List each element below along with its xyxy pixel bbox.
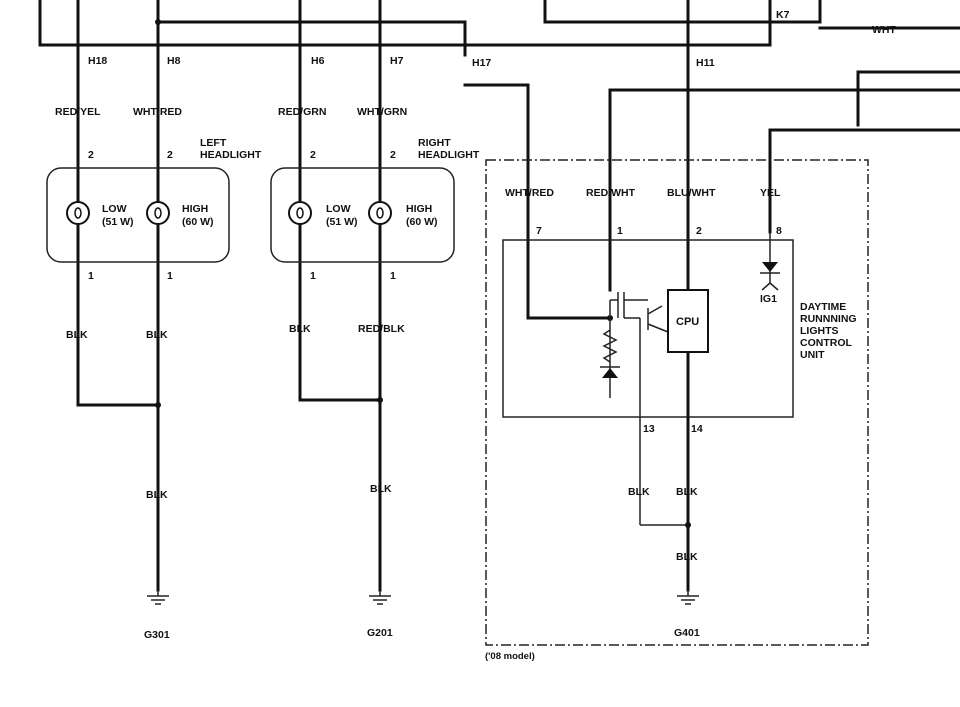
right-high-bulb-icon (368, 201, 392, 225)
lh-low-label: LOW (102, 203, 127, 215)
connector-h7: H7 (390, 55, 404, 67)
drl-title-1: DAYTIME (800, 301, 846, 313)
right-headlight-wires (298, 0, 383, 592)
connector-h18: H18 (88, 55, 107, 67)
connector-k7: K7 (776, 9, 790, 21)
wire-red-wht: RED/WHT (586, 187, 636, 199)
pin-lh-low-in: 2 (88, 149, 94, 161)
left-headlight-title-2: HEADLIGHT (200, 149, 262, 161)
top-harness-wires (38, 0, 960, 320)
rh-low-watts: (51 W) (326, 216, 358, 228)
ground-g301-icon (147, 590, 169, 605)
connector-h11: H11 (696, 57, 715, 69)
right-low-bulb-icon (288, 201, 312, 225)
pin-rh-low-out: 1 (310, 270, 316, 282)
connector-h8: H8 (167, 55, 181, 67)
left-high-bulb-icon (146, 201, 170, 225)
pin-u1: 1 (617, 225, 623, 237)
left-headlight-wires (76, 0, 161, 592)
drl-title-3: LIGHTS (800, 325, 839, 337)
rh-high-watts: (60 W) (406, 216, 438, 228)
drl-control-unit-box (502, 239, 794, 418)
pin-rh-high-out: 1 (390, 270, 396, 282)
pin-u13: 13 (643, 423, 655, 435)
wire-blu-wht: BLU/WHT (667, 187, 716, 199)
ground-g401-icon (677, 590, 699, 605)
pin-u7: 7 (536, 225, 542, 237)
drl-title-2: RUNNNING (800, 313, 857, 325)
connector-h6: H6 (311, 55, 325, 67)
wire-blk-g401: BLK (676, 551, 698, 563)
wire-red-blk: RED/BLK (358, 323, 405, 335)
ground-g301-label: G301 (144, 629, 170, 641)
ground-g401-label: G401 (674, 627, 700, 639)
wire-red-grn: RED/GRN (278, 106, 326, 118)
cpu-label: CPU (676, 316, 699, 328)
cpu-box (667, 289, 709, 353)
wire-wht-red-upper: WHT/RED (505, 187, 554, 199)
lh-high-label: HIGH (182, 203, 208, 215)
wire-red-yel: RED/YEL (55, 106, 101, 118)
drl-dashed-boundary (485, 159, 869, 646)
ground-g201-label: G201 (367, 627, 393, 639)
drl-title-5: UNIT (800, 349, 825, 361)
pin-u8: 8 (776, 225, 782, 237)
ig1-diode-icon (760, 262, 780, 274)
left-headlight-title-1: LEFT (200, 137, 227, 149)
connector-h17: H17 (472, 57, 491, 69)
wire-blk-4: BLK (146, 489, 168, 501)
drl-internal-wires (526, 232, 779, 592)
wire-blk-1: BLK (66, 329, 88, 341)
wire-blk-2: BLK (146, 329, 168, 341)
resistor-icon (602, 329, 618, 363)
ig1-label: IG1 (760, 293, 777, 305)
diode-icon (600, 366, 620, 378)
lh-high-watts: (60 W) (182, 216, 214, 228)
right-headlight-box (270, 167, 455, 263)
wire-blk-13: BLK (628, 486, 650, 498)
left-headlight-box (46, 167, 230, 263)
model-note: ('08 model) (485, 651, 535, 662)
left-low-bulb-icon (66, 201, 90, 225)
pin-lh-low-out: 1 (88, 270, 94, 282)
wire-blk-3: BLK (289, 323, 311, 335)
pin-u14: 14 (691, 423, 703, 435)
rh-high-label: HIGH (406, 203, 432, 215)
wire-blk-5: BLK (370, 483, 392, 495)
pin-u2: 2 (696, 225, 702, 237)
ground-g201-icon (369, 590, 391, 605)
pin-lh-high-in: 2 (167, 149, 173, 161)
wire-blk-14: BLK (676, 486, 698, 498)
lh-low-watts: (51 W) (102, 216, 134, 228)
wire-yel: YEL (760, 187, 781, 199)
wire-wht-grn: WHT/GRN (357, 106, 407, 118)
pin-lh-high-out: 1 (167, 270, 173, 282)
pin-rh-high-in: 2 (390, 149, 396, 161)
pin-rh-low-in: 2 (310, 149, 316, 161)
rh-low-label: LOW (326, 203, 351, 215)
wire-wht-top: WHT (872, 24, 896, 36)
drl-title-4: CONTROL (800, 337, 852, 349)
wire-wht-red-left: WHT/RED (133, 106, 182, 118)
right-headlight-title-2: HEADLIGHT (418, 149, 480, 161)
right-headlight-title-1: RIGHT (418, 137, 451, 149)
